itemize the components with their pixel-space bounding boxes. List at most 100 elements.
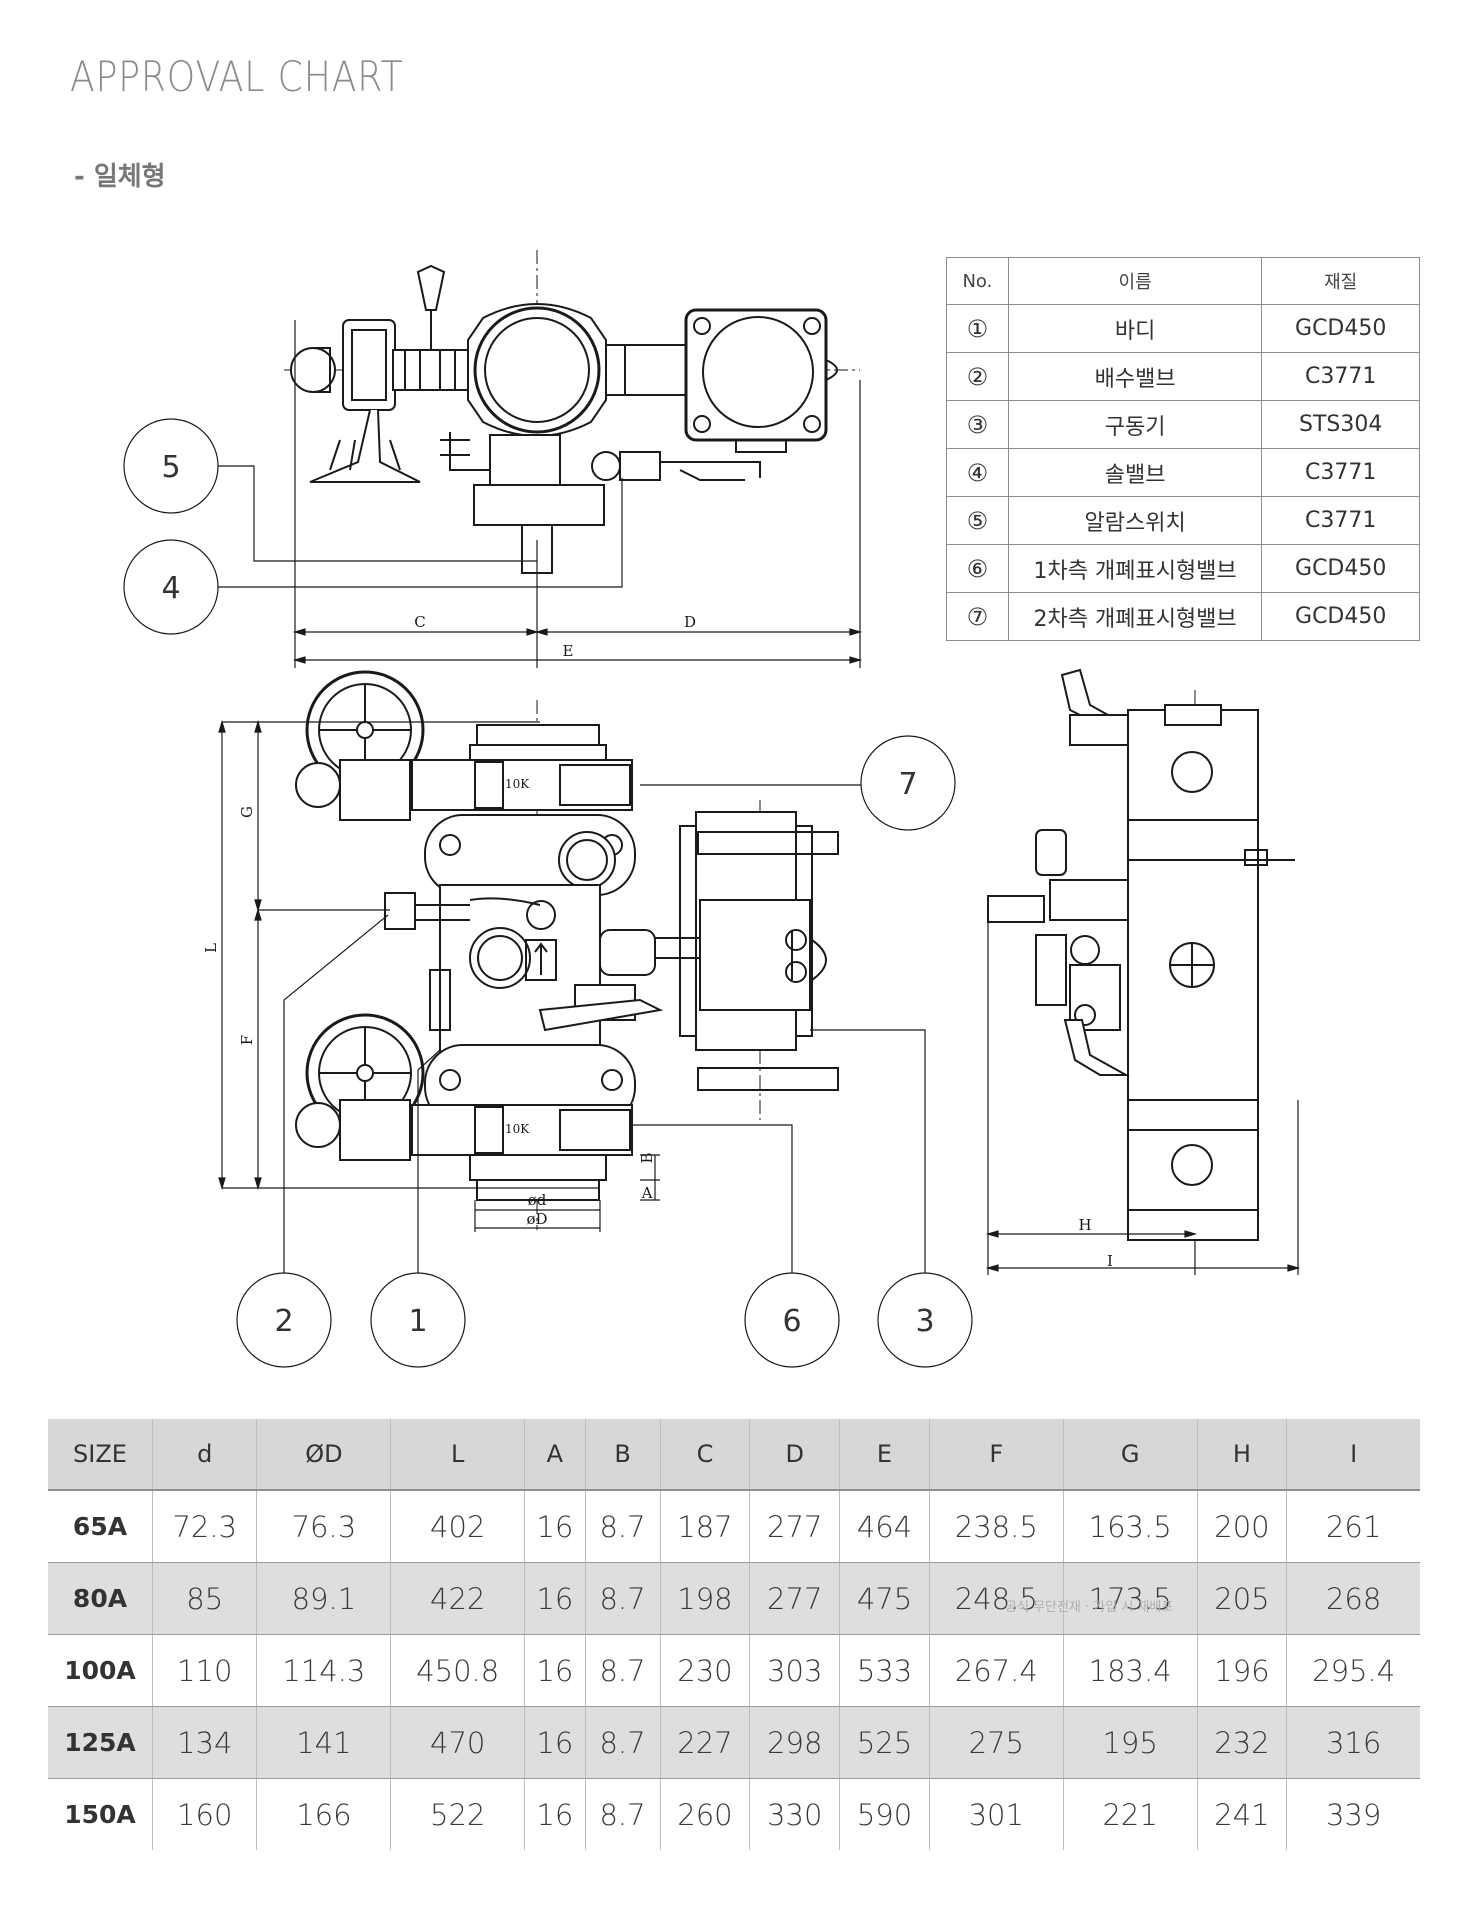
dimensions-header-cell: d — [151, 1419, 257, 1491]
dimensions-value-cell: 141 — [256, 1706, 391, 1779]
dimensions-value-cell: 525 — [839, 1706, 930, 1779]
dimensions-value-cell: 330 — [749, 1778, 840, 1850]
side-view-drawing — [987, 668, 1295, 1241]
dimensions-size-cell: 150A — [64, 1800, 136, 1829]
dimensions-value-cell: 16 — [524, 1706, 586, 1779]
dimensions-value-cell: 8.7 — [584, 1778, 661, 1850]
callout-3: 3 — [915, 1304, 934, 1339]
dimensions-value-cell: 114.3 — [256, 1634, 391, 1707]
dimensions-value-cell: 196 — [1196, 1634, 1287, 1707]
part-name: 2차측 개폐표시형밸브 — [1007, 592, 1263, 641]
dimensions-value-cell: 8.7 — [584, 1562, 661, 1635]
dimensions-value-cell: 275 — [928, 1706, 1064, 1779]
dimensions-value-cell: 522 — [390, 1778, 525, 1850]
dimensions-value-cell: 16 — [524, 1562, 586, 1635]
front-view-drawing: 10K — [295, 670, 839, 1230]
part-number: ⑦ — [946, 592, 1009, 641]
part-name: 알람스위치 — [1007, 496, 1263, 545]
part-name: 1차측 개폐표시형밸브 — [1007, 544, 1263, 593]
part-material: C3771 — [1261, 448, 1420, 497]
dimensions-header-cell: H — [1196, 1419, 1287, 1491]
dimensions-value-cell: 163.5 — [1062, 1490, 1198, 1563]
dimensions-header-cell: G — [1062, 1419, 1198, 1491]
dim-label-h: H — [1078, 1216, 1091, 1234]
part-name: 배수밸브 — [1007, 352, 1263, 401]
part-material: GCD450 — [1261, 592, 1420, 641]
dimensions-value-cell: 187 — [659, 1490, 750, 1563]
dimensions-value-cell: 241 — [1196, 1778, 1287, 1850]
dimensions-header-cell: L — [390, 1419, 525, 1491]
dimensions-header-cell: C — [659, 1419, 750, 1491]
dimensions-value-cell: 85 — [151, 1562, 257, 1635]
dimensions-header-cell: ØD — [256, 1419, 391, 1491]
dim-label-e: E — [563, 642, 574, 660]
dimensions-value-cell: 72.3 — [151, 1490, 257, 1563]
part-name: 구동기 — [1007, 400, 1263, 449]
parts-header-material: 재질 — [1261, 257, 1420, 305]
dimensions-size-cell: 125A — [48, 1706, 153, 1779]
dim-label-l: L — [202, 943, 220, 953]
dimensions-size-cell: 80A — [48, 1562, 153, 1635]
callout-6: 6 — [782, 1304, 801, 1339]
parts-header-row: No. 이름 재질 — [946, 257, 1420, 305]
part-name: 솔밸브 — [1007, 448, 1263, 497]
part-number: ③ — [946, 400, 1009, 449]
dimensions-value-cell: 183.4 — [1062, 1634, 1198, 1707]
part-number: ⑤ — [946, 496, 1009, 545]
dim-label-f: F — [238, 1035, 256, 1045]
dimensions-header-cell: B — [584, 1419, 661, 1491]
page-title: APPROVAL CHART — [70, 52, 404, 101]
parts-header-name: 이름 — [1007, 257, 1263, 305]
callout-1: 1 — [408, 1304, 427, 1339]
dimensions-value-cell: 301 — [928, 1778, 1064, 1850]
dimensions-header-cell: I — [1286, 1419, 1420, 1491]
dim-label-d: D — [684, 613, 696, 631]
dimensions-value-cell: 205 — [1196, 1562, 1287, 1635]
callout-5-circle — [123, 418, 219, 514]
part-material: C3771 — [1261, 496, 1420, 545]
dimensions-value-cell: 268 — [1286, 1562, 1420, 1635]
dimensions-value-cell: 16 — [524, 1490, 586, 1563]
dimensions-header-size: SIZE — [48, 1419, 153, 1491]
dimensions-value-cell: 8.7 — [584, 1634, 661, 1707]
callout-5: 5 — [161, 450, 180, 485]
part-material: GCD450 — [1261, 544, 1420, 593]
dimensions-value-cell: 16 — [524, 1634, 586, 1707]
dimensions-value-cell: 303 — [749, 1634, 840, 1707]
dim-label-od-small: ød — [528, 1191, 547, 1209]
callout-1-circle — [370, 1272, 466, 1368]
dimensions-value-cell: 316 — [1286, 1706, 1420, 1779]
valve-mark-top: 10K — [505, 777, 530, 791]
dimensions-value-cell: 221 — [1062, 1778, 1198, 1850]
dimensions-value-cell: 195 — [1062, 1706, 1198, 1779]
dimensions-value-cell: 238.5 — [928, 1490, 1064, 1563]
part-material: STS304 — [1261, 400, 1420, 449]
dimensions-value-cell: 470 — [390, 1706, 525, 1779]
dimensions-value-cell: 232 — [1196, 1706, 1287, 1779]
dimensions-value-cell: 422 — [390, 1562, 525, 1635]
dimensions-value-cell: 160 — [151, 1778, 257, 1850]
dim-label-i: I — [1107, 1252, 1113, 1270]
dimensions-value-cell: 200 — [1196, 1490, 1287, 1563]
dimensions-value-cell: 260 — [659, 1778, 750, 1850]
part-material: C3771 — [1261, 352, 1420, 401]
dimensions-value-cell: 267.4 — [928, 1634, 1064, 1707]
callout-4-circle — [123, 539, 219, 635]
dimensions-value-cell: 261 — [1286, 1490, 1420, 1563]
part-number: ② — [946, 352, 1009, 401]
dim-label-od-large: øD — [526, 1210, 547, 1228]
part-number: ⑥ — [946, 544, 1009, 593]
dim-label-c: C — [414, 613, 425, 631]
dimensions-size-cell: 65A — [48, 1490, 153, 1563]
valve-mark-bottom: 10K — [505, 1122, 530, 1136]
